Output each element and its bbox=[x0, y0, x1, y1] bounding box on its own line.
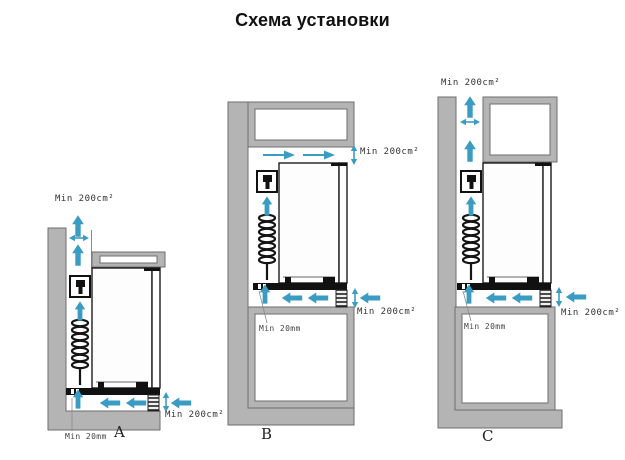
vent-size-arrow-icon bbox=[162, 391, 170, 413]
diagram-b bbox=[227, 101, 381, 426]
vent-size-arrow-icon bbox=[350, 287, 360, 309]
upper-cabinet-c bbox=[482, 96, 558, 163]
vent-size-arrow-icon bbox=[554, 286, 564, 308]
upper-cabinet-b bbox=[247, 101, 355, 148]
airflow-left-arrow-icon bbox=[125, 397, 147, 409]
vent-size-arrow-icon bbox=[349, 144, 359, 166]
lower-cabinet-b bbox=[247, 306, 355, 409]
airflow-up-arrow-icon bbox=[464, 140, 476, 162]
appliance-a bbox=[66, 268, 160, 409]
vent-grille-b bbox=[335, 289, 348, 308]
vent-label-b-mid: Min 200cm² bbox=[357, 307, 417, 317]
air-inlet-arrow-icon bbox=[565, 291, 587, 303]
airflow-right-arrow-icon bbox=[302, 149, 336, 161]
vent-label-a-top: Min 200cm² bbox=[55, 194, 115, 204]
vent-grille-c bbox=[539, 289, 552, 308]
gap-label-c: Min 20mm bbox=[464, 322, 506, 331]
airflow-left-arrow-icon bbox=[99, 397, 121, 409]
vent-label-c-mid: Min 200cm² bbox=[561, 308, 621, 318]
countertop-a bbox=[91, 251, 166, 268]
leader-line-c bbox=[462, 290, 472, 322]
diagram-label-a: A bbox=[114, 423, 125, 441]
gap-label-b: Min 20mm bbox=[259, 324, 301, 333]
air-inlet-arrow-icon bbox=[359, 292, 381, 304]
vent-label-c-top: Min 200cm² bbox=[441, 78, 501, 88]
gap-width-arrow-icon bbox=[459, 118, 481, 126]
diagram-a bbox=[47, 215, 192, 431]
air-inlet-arrow-icon bbox=[170, 397, 192, 409]
wall-c bbox=[437, 96, 563, 429]
airflow-left-arrow-icon bbox=[485, 292, 507, 304]
airflow-left-arrow-icon bbox=[511, 292, 533, 304]
diagram-label-c: C bbox=[482, 427, 494, 445]
airflow-up-arrow-icon bbox=[72, 244, 84, 266]
appliance-c bbox=[457, 163, 551, 304]
vent-grille-a bbox=[147, 394, 160, 412]
airflow-up-arrow-icon bbox=[72, 215, 84, 237]
wall-a bbox=[47, 227, 161, 431]
appliance-b bbox=[253, 163, 347, 304]
leader-line-b bbox=[258, 290, 268, 324]
airflow-right-arrow-icon bbox=[262, 149, 296, 161]
vent-label-a-bottom: Min 200cm² bbox=[165, 410, 225, 420]
vent-label-b-top: Min 200cm² bbox=[360, 147, 420, 157]
gap-label-a: Min 20mm bbox=[65, 432, 107, 441]
diagram-c bbox=[437, 96, 587, 429]
airflow-left-arrow-icon bbox=[281, 292, 303, 304]
airflow-left-arrow-icon bbox=[307, 292, 329, 304]
page-title: Схема установки bbox=[235, 10, 390, 30]
diagram-label-b: B bbox=[261, 425, 273, 443]
airflow-up-arrow-icon bbox=[464, 96, 476, 118]
lower-cabinet-c bbox=[454, 306, 556, 411]
